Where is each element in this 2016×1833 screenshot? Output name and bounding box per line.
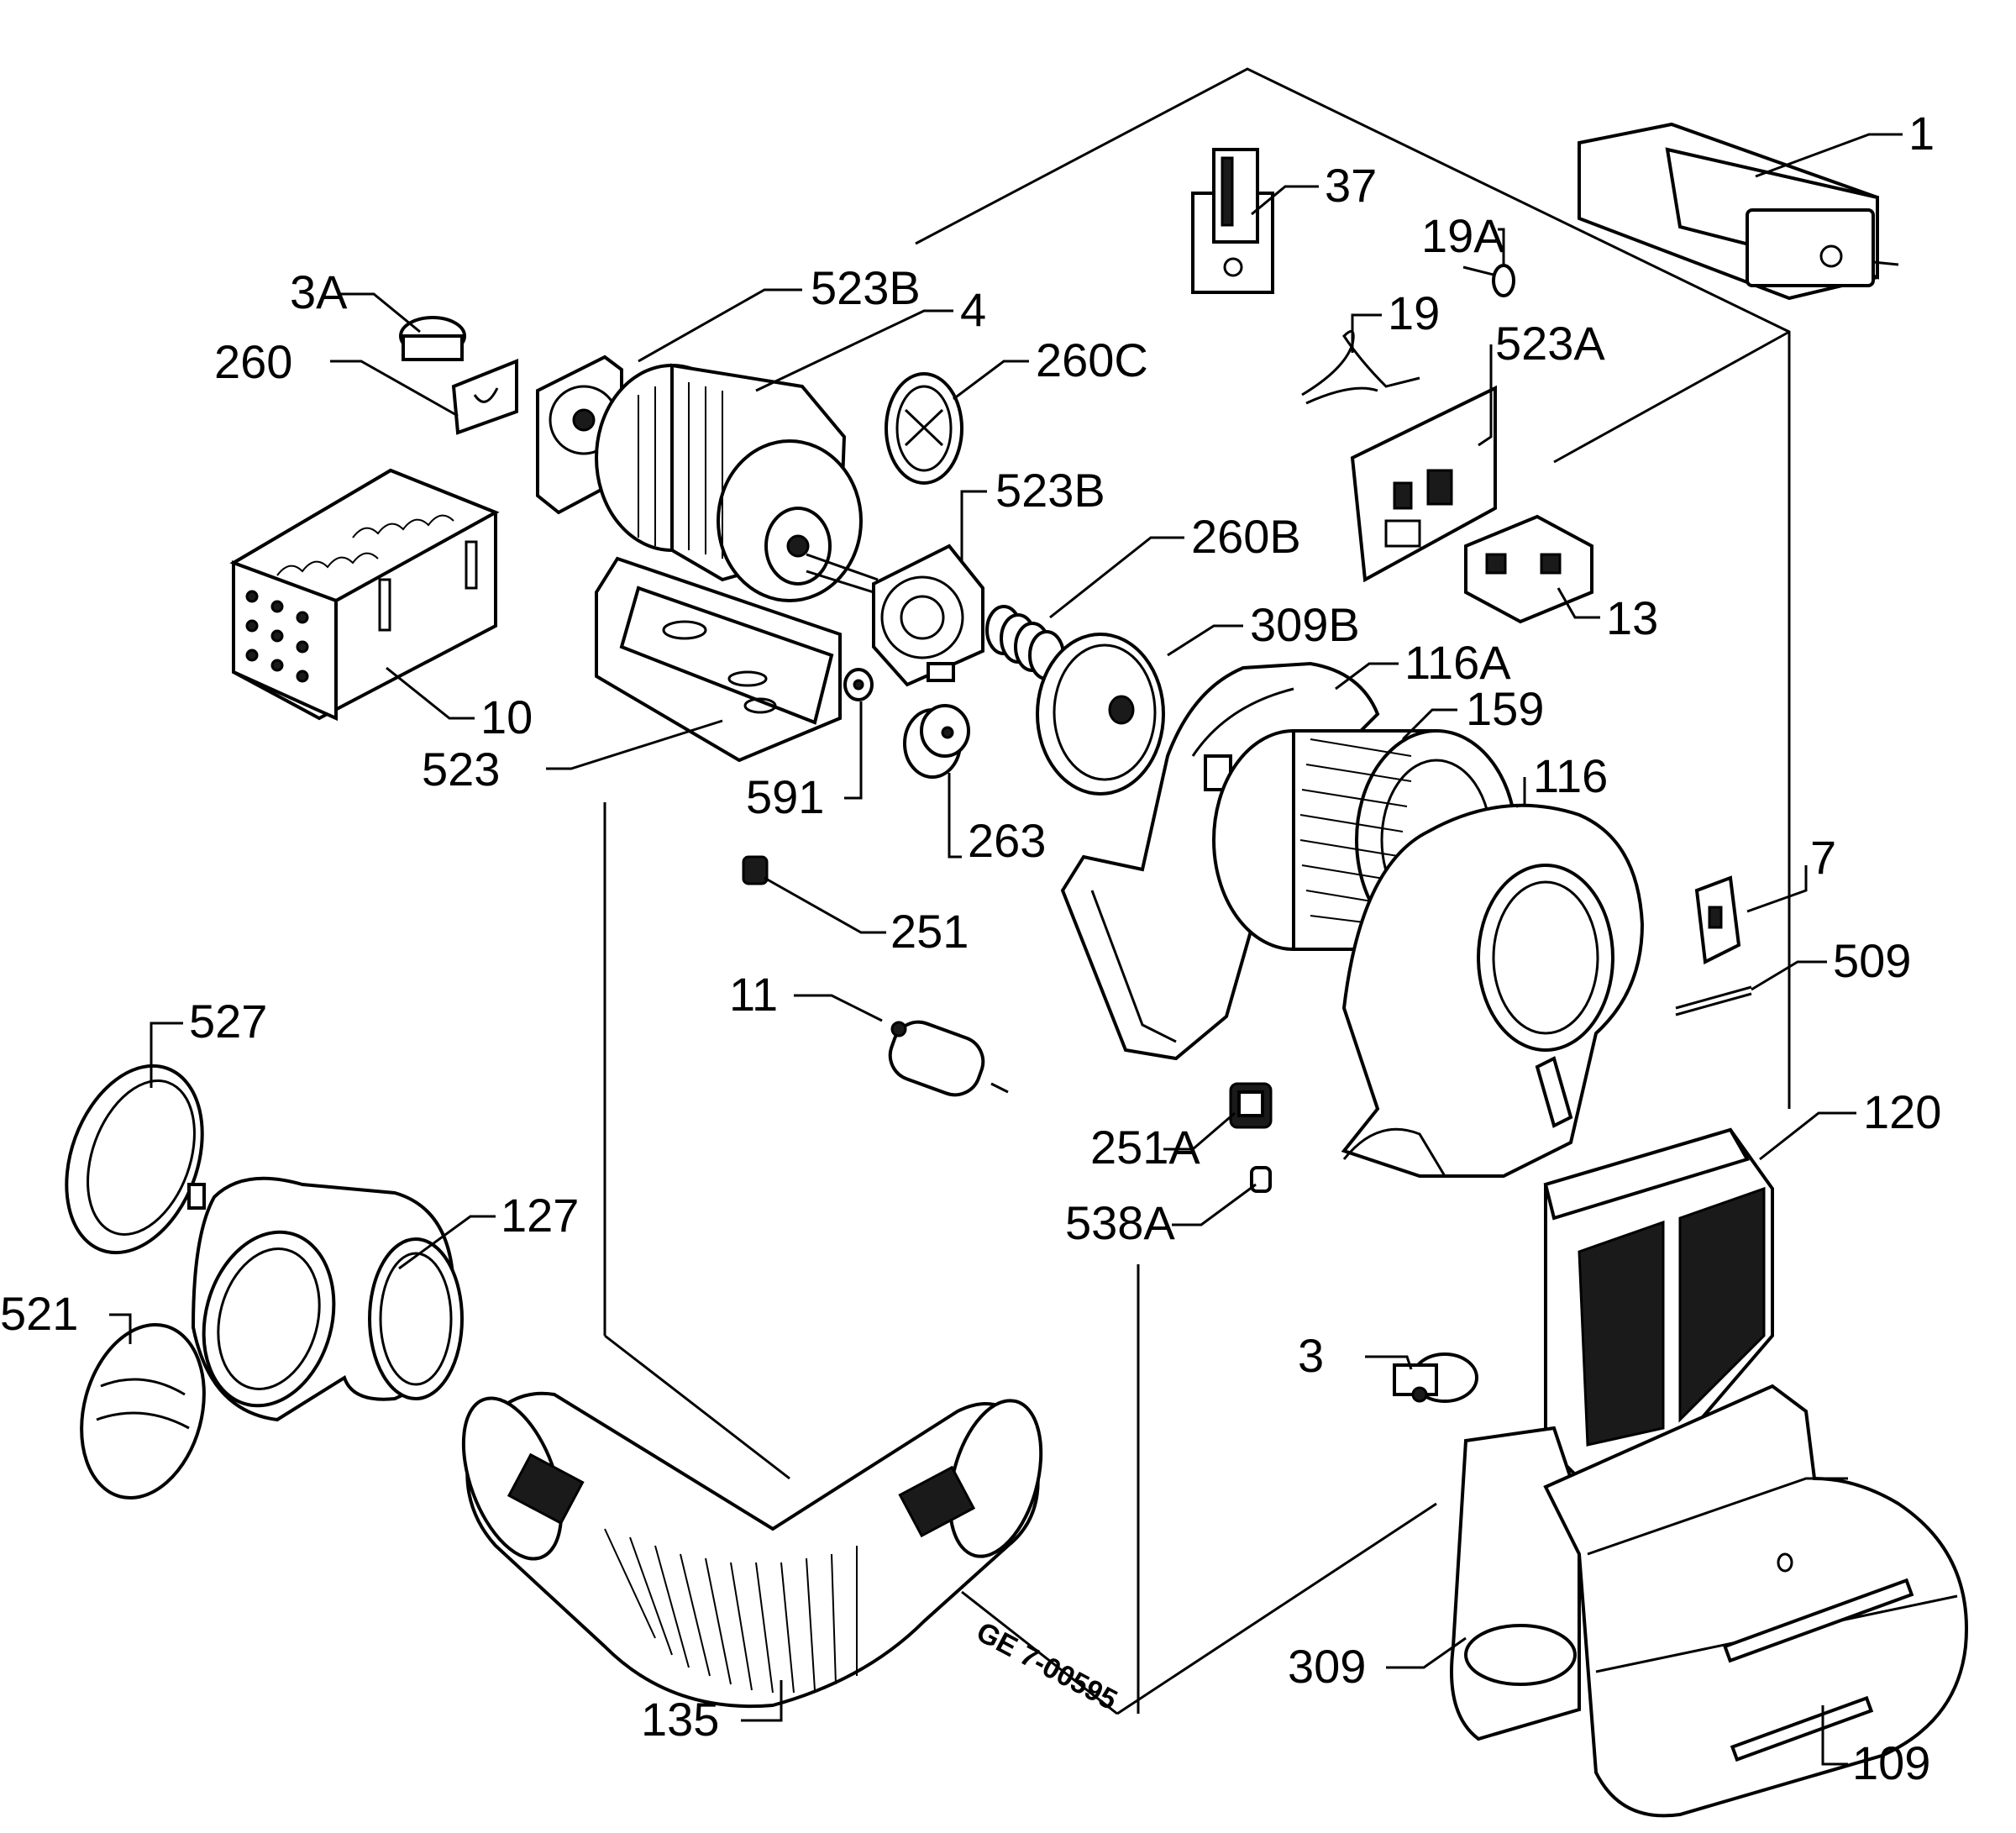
label-19: 19 [1388, 286, 1440, 339]
drawing-reference-stamp: GE 7-00595 [971, 1616, 1122, 1717]
part-109-casing [1543, 1384, 1968, 1818]
label-11: 11 [729, 968, 778, 1021]
label-523a: 523A [1495, 317, 1605, 370]
part-309b-disk [1036, 633, 1165, 796]
part-19a-pin [1462, 264, 1515, 297]
label-509: 509 [1833, 934, 1911, 987]
label-3: 3 [1298, 1329, 1324, 1382]
label-159: 159 [1466, 682, 1544, 735]
part-260b-spring [985, 605, 1065, 680]
label-538a: 538A [1065, 1196, 1175, 1249]
label-263: 263 [968, 814, 1046, 867]
part-1-control-module [1578, 122, 1899, 301]
part-37-bracket [1191, 148, 1274, 294]
part-labels: 1 37 19A 19 523A 13 3A 260 523B 4 260C 5… [0, 107, 1941, 1789]
label-3a: 3A [290, 265, 348, 318]
part-127-t-duct [191, 1176, 464, 1422]
label-135: 135 [641, 1693, 719, 1746]
part-251-nut [742, 855, 769, 885]
label-260b: 260B [1191, 510, 1301, 563]
label-523: 523 [422, 743, 500, 796]
label-521: 521 [0, 1287, 78, 1340]
part-523a-plate [1350, 385, 1497, 583]
part-509-pin [1675, 985, 1752, 1016]
part-135-hose [461, 1391, 1043, 1709]
part-263-pulley [903, 704, 970, 779]
part-523-cradle [595, 556, 842, 763]
cabinet-outline [603, 67, 1791, 1715]
label-116a: 116A [1404, 636, 1511, 689]
label-37: 37 [1325, 159, 1377, 212]
label-260: 260 [214, 335, 292, 388]
label-523b-mid: 523B [995, 464, 1105, 517]
part-3a-thermostat [399, 316, 466, 361]
part-120-filter [1543, 1127, 1774, 1481]
part-3-thermostat [1393, 1352, 1478, 1403]
label-7: 7 [1810, 831, 1836, 884]
label-120: 120 [1863, 1085, 1941, 1138]
part-591-washer [843, 668, 874, 701]
part-260c-ring [885, 372, 963, 485]
label-527: 527 [189, 995, 267, 1048]
label-309b: 309B [1250, 598, 1360, 651]
part-523b-bracket-mid [872, 544, 984, 687]
label-10: 10 [480, 691, 533, 743]
part-4-motor [595, 363, 879, 602]
part-19-wire [1301, 329, 1420, 405]
label-251a: 251A [1090, 1121, 1200, 1174]
label-127: 127 [501, 1189, 579, 1242]
label-109: 109 [1852, 1736, 1930, 1789]
part-116-housing [1341, 803, 1645, 1178]
label-19a: 19A [1421, 209, 1505, 262]
label-309: 309 [1288, 1640, 1366, 1693]
part-13-relay [1464, 514, 1593, 624]
leader-lines [109, 133, 1903, 1766]
part-309-duct [1450, 1426, 1581, 1741]
label-251: 251 [890, 905, 969, 958]
part-260-bracket [451, 359, 518, 435]
part-527-ring [65, 1064, 206, 1255]
part-251a-nut [1229, 1082, 1273, 1129]
part-7-switch [1694, 875, 1741, 965]
label-591: 591 [746, 770, 824, 823]
label-13: 13 [1606, 591, 1658, 644]
part-10-heater [229, 468, 500, 722]
label-523b-top: 523B [811, 261, 921, 314]
label-4: 4 [960, 283, 986, 336]
label-260c: 260C [1036, 334, 1148, 386]
part-538a-bush [1250, 1166, 1272, 1193]
label-116: 116 [1533, 749, 1608, 802]
part-521-cap [80, 1322, 206, 1500]
part-11-capacitor [888, 1020, 1009, 1097]
label-1: 1 [1908, 107, 1935, 160]
